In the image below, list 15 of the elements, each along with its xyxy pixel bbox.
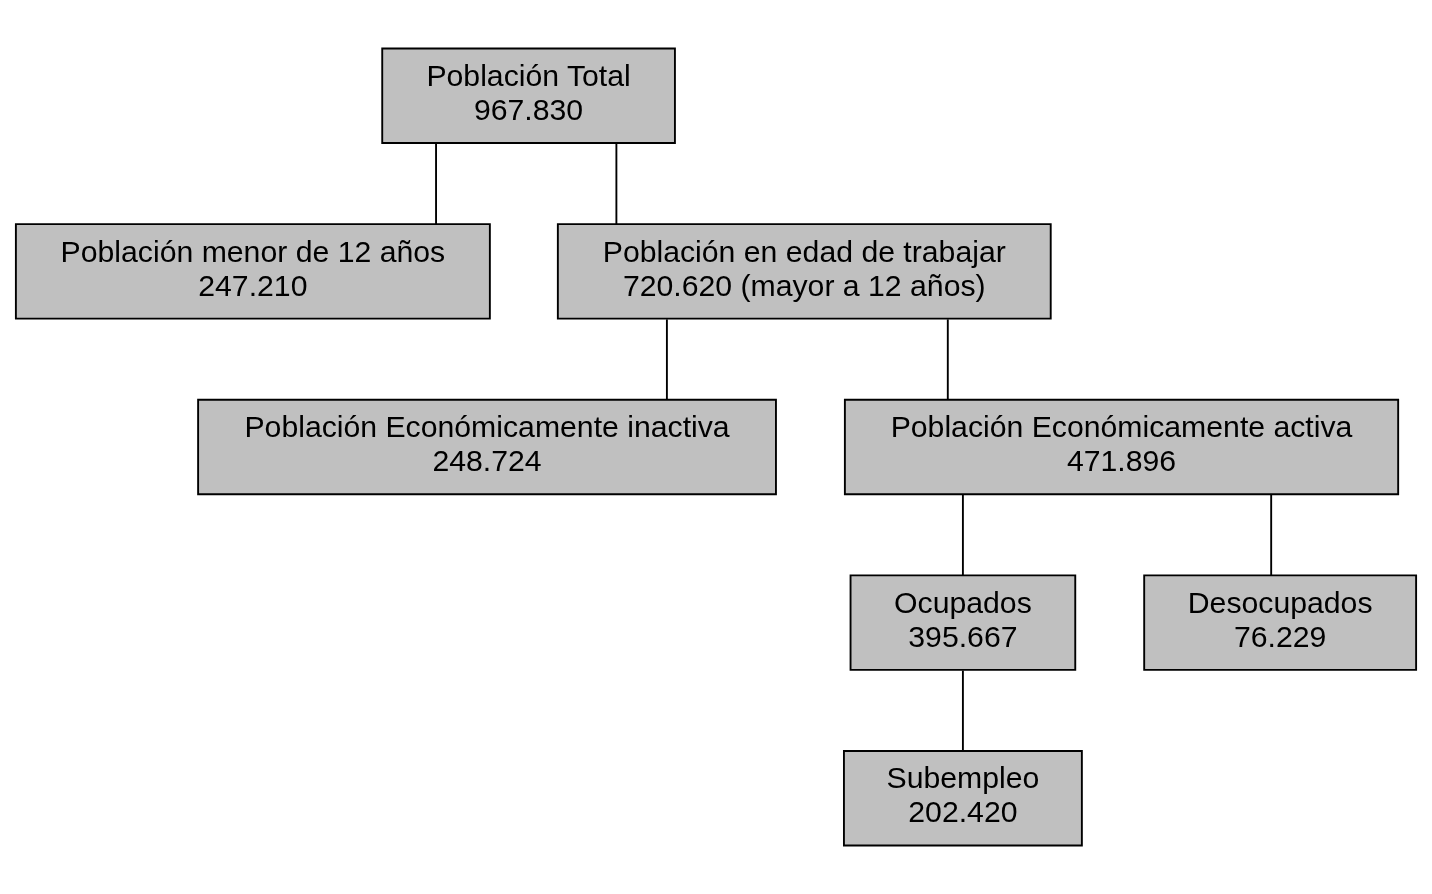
connector xyxy=(435,142,437,225)
connector xyxy=(946,318,949,401)
connector xyxy=(615,142,618,225)
node-box: Población Total 967.830 xyxy=(381,47,676,144)
node-box: Población en edad de trabajar 720.620 (mayor a 12 años) xyxy=(556,223,1052,320)
node-box: Subempleo 202.420 xyxy=(843,750,1083,847)
connector xyxy=(961,669,964,752)
node-box: Población Económicamente inactiva 248.724 xyxy=(197,398,777,496)
node-box: Población menor de 12 años 247.210 xyxy=(14,223,491,320)
node-box: Población Económicamente activa 471.896 xyxy=(843,398,1400,496)
node-box: Ocupados 395.667 xyxy=(849,574,1077,671)
connector xyxy=(961,494,964,577)
connector xyxy=(1270,494,1273,577)
node-box: Desocupados 76.229 xyxy=(1143,574,1418,671)
connector xyxy=(665,318,668,401)
